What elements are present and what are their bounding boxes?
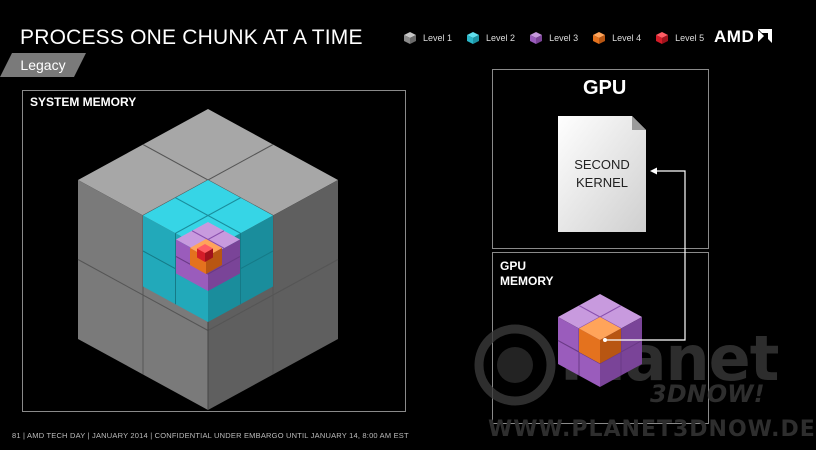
legend-item-level-5: Level 5: [655, 31, 704, 45]
kernel-line-2: KERNEL: [575, 175, 629, 190]
legacy-tag: Legacy: [0, 53, 86, 77]
legend-label: Level 4: [612, 33, 642, 43]
cube-icon: [593, 32, 606, 44]
legend-item-level-2: Level 2: [466, 31, 515, 45]
legend-item-level-3: Level 3: [529, 31, 578, 45]
cube-icon: [530, 32, 543, 44]
amd-logo: AMD: [714, 27, 773, 47]
gpu-memory-line-1: GPU: [500, 259, 527, 273]
legend-label: Level 1: [423, 33, 453, 43]
legend-label: Level 5: [675, 33, 705, 43]
legend-label: Level 2: [486, 33, 516, 43]
slide-footer: 81 | AMD TECH DAY | JANUARY 2014 | CONFI…: [12, 431, 409, 440]
planet-watermark-icon: [474, 324, 556, 406]
system-memory-label: SYSTEM MEMORY: [30, 95, 137, 109]
cube-icon: [467, 32, 480, 44]
kernel-label: SECOND KERNEL: [558, 156, 646, 192]
logo-text: AMD: [714, 27, 755, 46]
gpu-memory-line-2: MEMORY: [500, 274, 554, 288]
gpu-panel: [492, 69, 709, 249]
legend-item-level-1: Level 1: [403, 31, 452, 45]
legend-item-level-4: Level 4: [592, 31, 641, 45]
slide-title: PROCESS ONE CHUNK AT A TIME: [20, 26, 363, 49]
document-icon: [558, 116, 646, 232]
system-memory-panel: [22, 90, 406, 412]
amd-arrow-icon: [758, 29, 773, 43]
legend-label: Level 3: [549, 33, 579, 43]
watermark-sub: 3DNOW!: [650, 380, 765, 408]
cube-icon: [656, 32, 669, 44]
cube-icon: [404, 32, 416, 44]
gpu-label: GPU: [583, 77, 627, 99]
watermark-url: WWW.PLANET3DNOW.DE: [488, 417, 816, 442]
kernel-line-1: SECOND: [574, 157, 630, 172]
gpu-memory-label: GPU MEMORY: [500, 259, 554, 289]
level-legend: Level 1 Level 2 Level 3 Level 4 Leve: [403, 30, 712, 46]
